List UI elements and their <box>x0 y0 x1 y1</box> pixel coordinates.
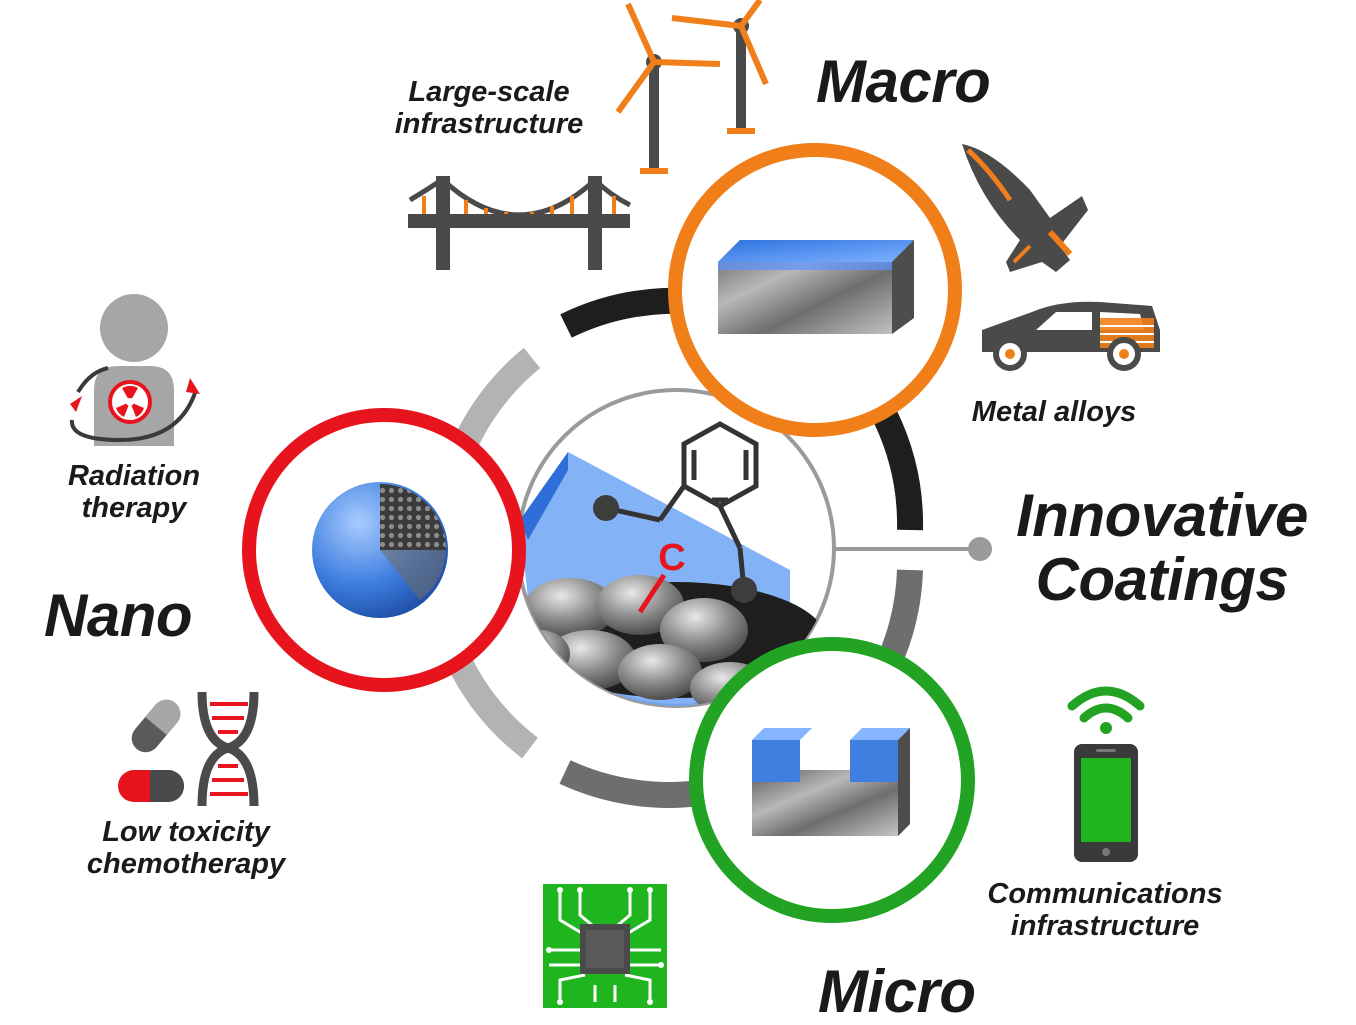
radiation-therapy-line-2: therapy <box>81 492 187 524</box>
bridge-icon <box>408 176 632 270</box>
carbon-bond <box>637 573 667 614</box>
inner-coating-illustration: C <box>516 388 836 708</box>
large-scale-infrastructure-label: Large-scale infrastructure <box>386 78 592 139</box>
nano-circle <box>242 408 526 692</box>
person-radiation-icon <box>69 294 200 446</box>
communications-line-2: infrastructure <box>1010 910 1200 942</box>
innovative-coatings-label: Innovative Coatings <box>1012 486 1312 610</box>
metal-alloys-label: Metal alloys <box>971 396 1137 428</box>
communications-line-1: Communications <box>987 878 1223 910</box>
wind-turbine-icon <box>615 0 769 174</box>
macro-circle <box>668 143 962 437</box>
connector-dot <box>968 537 992 561</box>
carbon-atom-label: C <box>658 537 685 579</box>
dna-icon <box>197 691 259 807</box>
pill-icon <box>118 699 184 802</box>
micro-label: Micro <box>818 958 976 1025</box>
macro-label: Macro <box>816 48 991 115</box>
ring-segment-bottom <box>559 760 702 808</box>
atom-left <box>593 495 619 521</box>
low-toxicity-chemotherapy-label: Low toxicity chemotherapy <box>76 818 296 879</box>
smartphone-wifi-icon <box>1067 686 1145 862</box>
innovative-coatings-line-1: Innovative <box>1016 482 1308 549</box>
radiation-therapy-line-1: Radiation <box>67 460 201 492</box>
molecule-icon <box>605 421 759 591</box>
communications-infrastructure-label: Communications infrastructure <box>974 880 1236 941</box>
large-scale-line-2: infrastructure <box>394 108 584 140</box>
low-toxicity-line-2: chemotherapy <box>86 848 286 880</box>
innovative-coatings-line-2: Coatings <box>1035 546 1289 613</box>
ring-segment-right-upper <box>873 410 924 531</box>
micro-circle <box>689 637 975 923</box>
large-scale-line-1: Large-scale <box>408 76 570 108</box>
atom-right <box>731 577 757 603</box>
microchip-icon <box>543 884 667 1008</box>
nano-label: Nano <box>44 582 193 649</box>
radiation-therapy-label: Radiation therapy <box>56 462 212 523</box>
car-icon <box>982 301 1160 371</box>
space-shuttle-icon <box>962 144 1088 272</box>
low-toxicity-line-1: Low toxicity <box>102 816 270 848</box>
